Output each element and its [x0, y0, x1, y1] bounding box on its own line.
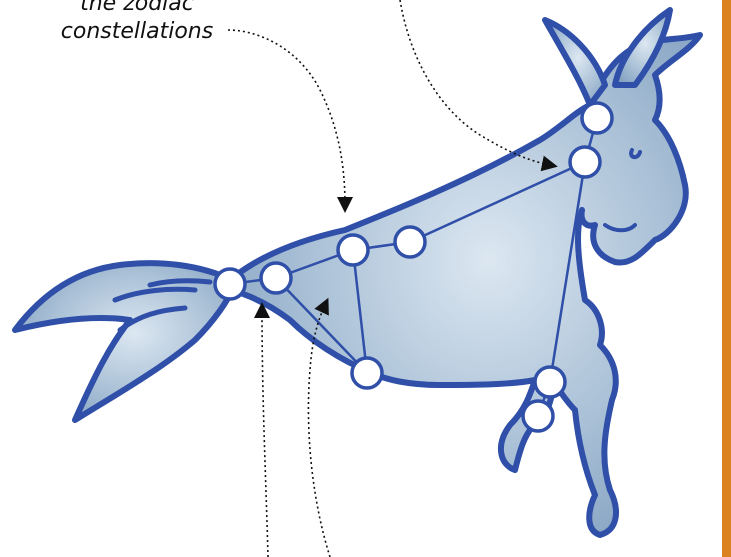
- pointer-from-bottom-left: [262, 310, 268, 557]
- fish-tail: [15, 263, 232, 420]
- star-2: [261, 263, 291, 293]
- star-6: [582, 103, 612, 133]
- star-5: [352, 358, 382, 388]
- star-1: [215, 269, 245, 299]
- goat-body: [230, 35, 700, 535]
- star-8: [535, 367, 565, 397]
- sea-goat-figure: [15, 10, 700, 535]
- accent-side-bar: [722, 0, 731, 557]
- annotation-label: the zodiac constellations: [52, 0, 222, 46]
- star-9: [523, 401, 553, 431]
- star-3: [338, 235, 368, 265]
- pointer-from-label: [228, 30, 345, 205]
- pointer-from-top: [400, 0, 550, 165]
- star-4: [395, 227, 425, 257]
- annotation-line-2: constellations: [52, 18, 222, 46]
- goat-horn-back: [545, 20, 605, 105]
- annotation-line-1: the zodiac: [52, 0, 222, 18]
- star-7: [570, 147, 600, 177]
